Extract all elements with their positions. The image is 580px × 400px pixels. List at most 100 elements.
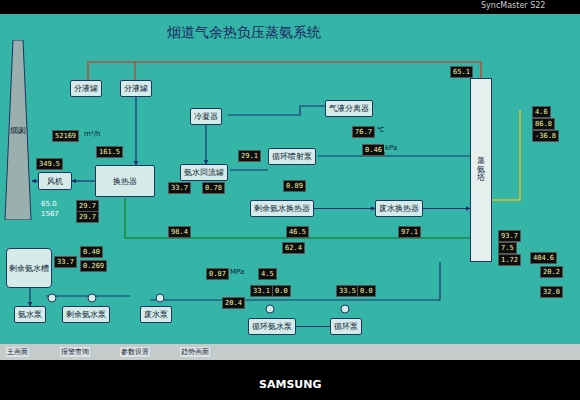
equipment-label: 分液罐	[74, 83, 98, 94]
value-text: 0.46	[365, 146, 382, 154]
value-display: 62.4	[282, 242, 305, 254]
value-text: 65.1	[453, 68, 470, 76]
fan-box: 风机	[38, 172, 72, 190]
value-display: 0.269	[80, 260, 107, 272]
reading-label: 1567	[40, 210, 60, 218]
value-text: 29.1	[241, 152, 258, 160]
pump-box: 循环泵	[330, 318, 362, 335]
value-text: 20.2	[543, 268, 560, 276]
value-display: 0.89	[283, 180, 306, 192]
pipe	[134, 62, 136, 80]
value-text: 20.4	[225, 299, 242, 307]
value-text: 98.4	[171, 228, 188, 236]
value-text: 29.7	[79, 202, 96, 210]
model-name: SyncMaster S22	[480, 1, 546, 10]
value-display: 0.0	[272, 285, 291, 297]
equipment-label: 烟囱	[10, 125, 26, 136]
value-text: 33.7	[57, 258, 74, 266]
value-display: 1.72	[498, 254, 521, 266]
pipes	[46, 62, 520, 300]
value-text: 52169	[55, 132, 76, 140]
heat-exchanger: 废水换热器	[375, 200, 423, 217]
value-display: 33.1	[250, 285, 273, 297]
reflux-tank: 氨水回流罐	[180, 164, 228, 181]
value-display: 33.7	[54, 256, 77, 268]
value-text: 4.5	[261, 270, 274, 278]
pipe	[125, 198, 470, 238]
equipment-label: 风机	[47, 176, 63, 187]
menu-tab: 参数设置	[120, 347, 150, 357]
value-display: 161.5	[96, 146, 123, 158]
equipment-label: 废水泵	[144, 309, 168, 320]
heat-exchanger: 换热器	[95, 165, 155, 197]
pump-symbol	[266, 305, 274, 313]
value-display: 0.46	[362, 144, 385, 156]
value-text: 349.5	[39, 160, 60, 168]
equipment-label: 蒸氨塔	[477, 157, 485, 183]
value-text: 62.4	[285, 244, 302, 252]
pump-symbol	[48, 294, 56, 302]
chimney: 烟囱	[4, 40, 32, 220]
value-display: 33.7	[168, 182, 191, 194]
pipe-connector	[72, 180, 95, 181]
equipment-label: 循环氨水泵	[252, 321, 292, 332]
pipe	[230, 169, 268, 170]
value-text: 0.0	[275, 287, 288, 295]
stripping-column: 蒸氨塔	[470, 78, 492, 262]
pipe-connector	[296, 326, 330, 327]
value-display: 20.4	[222, 297, 245, 309]
pump-box: 废水泵	[140, 306, 172, 323]
pipe-connector	[135, 97, 136, 165]
heat-exchanger: 剩余氨水换热器	[250, 200, 314, 217]
value-display: 29.1	[238, 150, 261, 162]
value-text: 97.1	[401, 228, 418, 236]
equipment-label: 循环泵	[334, 321, 358, 332]
pump-box: 循环氨水泵	[248, 318, 296, 335]
pipe	[228, 106, 325, 115]
unit-label: MPa	[229, 268, 245, 276]
value-text: 7.5	[501, 244, 514, 252]
pump-box: 剩余氨水泵	[62, 306, 110, 323]
value-display: 349.5	[36, 158, 63, 170]
equipment-label: 剩余氨水泵	[66, 309, 106, 320]
pump-box: 氨水泵	[14, 306, 46, 323]
value-display: 97.1	[398, 226, 421, 238]
value-text: 404.6	[533, 254, 554, 262]
value-text: 0.0	[360, 287, 373, 295]
equipment-label: 循环喷射泵	[272, 151, 312, 162]
value-display: 65.1	[450, 66, 473, 78]
value-display: 52169	[52, 130, 79, 142]
unit-label: m³/h	[83, 130, 101, 138]
pipe	[318, 155, 470, 156]
value-text: 33.5	[339, 287, 356, 295]
value-display: 98.4	[168, 226, 191, 238]
gas-liquid-separator: 气液分离器	[325, 100, 373, 117]
value-display: 46.5	[286, 226, 309, 238]
value-text: 46.5	[289, 228, 306, 236]
value-display: 0.40	[80, 246, 103, 258]
value-display: 404.6	[530, 252, 557, 264]
equipment-label: 分液罐	[124, 83, 148, 94]
unit-label: ℃	[376, 126, 386, 134]
value-display: 33.5	[336, 285, 359, 297]
equipment-label: 换热器	[113, 176, 137, 187]
equipment-label: 废水换热器	[379, 203, 419, 214]
value-display: 4.6	[532, 106, 551, 118]
value-text: 32.0	[543, 288, 560, 296]
value-text: 33.1	[253, 287, 270, 295]
jet-pump: 循环喷射泵	[268, 148, 316, 165]
value-display: 29.7	[76, 211, 99, 223]
pump-symbol	[88, 294, 96, 302]
separator-tank: 分液罐	[120, 80, 152, 97]
pump-symbol	[341, 305, 349, 313]
menu-tab: 趋势画面	[180, 347, 210, 357]
diagram-title: 烟道气余热负压蒸氨系统	[165, 24, 323, 42]
pipe-connector	[29, 288, 30, 306]
value-display: 93.7	[498, 230, 521, 242]
value-display: 0.0	[357, 285, 376, 297]
value-text: 0.89	[286, 182, 303, 190]
brand-name: SAMSUNG	[258, 378, 322, 391]
pipe-connector	[423, 208, 470, 209]
value-display: 32.0	[540, 286, 563, 298]
value-text: 33.7	[171, 184, 188, 192]
